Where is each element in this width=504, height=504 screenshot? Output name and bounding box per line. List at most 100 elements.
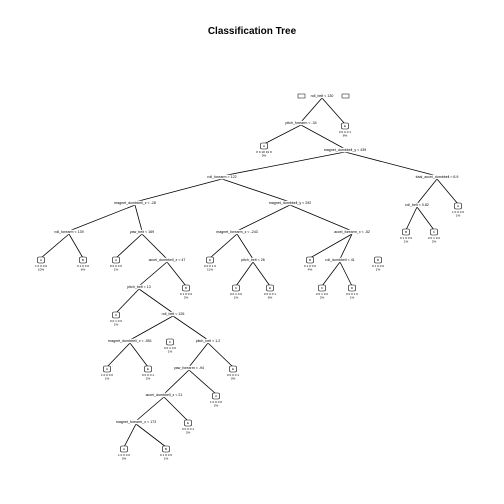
tree-edge: [115, 288, 140, 314]
leaf-distribution: 0 0 0 0 1: [264, 292, 276, 296]
leaf-distribution: 8 9 18 19 8: [256, 150, 272, 154]
leaf-distribution: 0 0 0 0 1: [182, 427, 194, 431]
leaf-percentage: 1%: [350, 296, 355, 300]
split-label: magnet_forearm_z < -243: [216, 230, 257, 234]
leaf-percentage: 6%: [81, 268, 86, 272]
leaf-node: B0 1 0 0 01%: [372, 256, 384, 272]
leaf-distribution: 1 0 0 0 0: [118, 453, 130, 457]
split-label-background: [151, 311, 195, 317]
split-label: pitch_belt < 26: [241, 258, 264, 262]
leaf-node: A1 0 0 0 02%: [210, 392, 222, 408]
leaf-box: [260, 142, 268, 150]
split-node-n16: pitch_belt < 13: [117, 284, 161, 290]
leaf-class: A: [263, 144, 266, 148]
leaf-distribution: 0 0 0 1 0: [204, 264, 216, 268]
tree-edge: [129, 342, 149, 368]
leaf-box: [266, 284, 274, 292]
yes-branch-marker: [297, 93, 306, 99]
tree-edge: [344, 151, 438, 177]
leaf-node: A 8 9 18 19 89%: [256, 142, 272, 158]
leaf-distribution: 0 0 0 0 1: [142, 373, 154, 377]
leaf-distribution: 1 0 0 0 0: [210, 400, 222, 404]
leaf-box: [120, 445, 128, 453]
leaf-distribution: 0 0 0 0 1: [339, 130, 351, 134]
split-label: accel_dumbbell_z < 21: [146, 393, 183, 397]
leaf-class: A: [123, 447, 126, 451]
leaf-class: E: [269, 286, 271, 290]
leaf-class: B: [82, 258, 84, 262]
tree-edge: [106, 342, 131, 368]
tree-edge: [209, 233, 238, 259]
leaf-node: B0 1 0 0 01%: [400, 228, 412, 244]
tree-edge: [289, 204, 353, 232]
leaf-node: E0 0 0 0 12%: [142, 365, 154, 381]
split-label: roll_belt < 126: [162, 312, 185, 316]
split-label-background: [117, 284, 161, 290]
leaf-percentage: 1%: [376, 268, 381, 272]
tree-edge: [138, 288, 174, 314]
leaf-percentage: 3%: [231, 377, 236, 381]
leaf-percentage: 2%: [186, 431, 191, 435]
leaf-node: C0 0 1 0 02%: [316, 284, 328, 300]
split-label: roll_belt < 0.82: [405, 203, 429, 207]
leaf-percentage: 3%: [122, 457, 127, 461]
leaf-distribution: 1 0 0 0 0: [452, 210, 464, 214]
leaf-box: [103, 365, 111, 373]
leaf-distribution: 0 0 0 0 1: [227, 373, 239, 377]
split-node-n10: roll_forearm < 139: [47, 229, 91, 235]
leaf-box: [348, 284, 356, 292]
no-branch-marker: [341, 93, 350, 99]
tree-edge: [163, 396, 189, 422]
leaf-distribution: 0 0 1 0 0: [110, 319, 122, 323]
tree-edge: [166, 261, 187, 287]
leaf-node: B0 1 0 0 01%: [160, 445, 172, 461]
split-node-n5: magnet_dumbbell_y < 439: [323, 147, 367, 153]
leaf-distribution: 0 1 0 0 0: [160, 453, 172, 457]
leaf-distribution: 0 1 0 0 0: [372, 264, 384, 268]
leaf-box: [166, 338, 174, 346]
leaf-distribution: 1 0 0 0 0: [101, 373, 113, 377]
leaf-node: B0 1 0 0 02%: [180, 284, 192, 300]
tree-edge: [163, 369, 190, 395]
leaf-distribution: 0 0 1 0 0: [230, 292, 242, 296]
leaf-node: D0 0 0 1 011%: [204, 256, 216, 272]
split-node-n2: pitch_forearm < -34: [279, 120, 323, 126]
tree-edge: [68, 204, 136, 232]
tree-edge: [40, 233, 70, 259]
leaf-class: E: [344, 124, 346, 128]
split-label-background: [167, 365, 211, 371]
tree-edge: [207, 342, 234, 368]
leaf-percentage: 9%: [262, 154, 267, 158]
leaf-box: [374, 256, 382, 264]
tree-edge: [221, 178, 291, 203]
leaf-distribution: 0 1 0 0 0: [400, 236, 412, 240]
leaf-percentage: 2%: [320, 296, 325, 300]
split-label: magnet_dumbbell_y < 292: [269, 201, 311, 205]
leaf-class: A: [215, 394, 218, 398]
leaf-node: C0 0 1 0 01%: [164, 338, 176, 354]
leaf-node: B0 1 0 0 04%: [304, 256, 316, 272]
tree-edge: [416, 178, 438, 205]
leaf-class: E: [187, 421, 189, 425]
leaf-percentage: 10%: [38, 268, 44, 272]
split-label-background: [318, 257, 362, 263]
split-label-background: [142, 392, 186, 398]
leaf-distribution: 0 0 1 0 0: [428, 236, 440, 240]
tree-edge: [321, 97, 346, 125]
tree-edge: [129, 315, 174, 341]
split-node-n17: pitch_belt < 26: [231, 257, 275, 263]
tree-edge: [300, 97, 323, 123]
split-label: total_accel_dumbbell < 6.9: [416, 175, 459, 179]
tree-edge: [252, 261, 271, 287]
split-label: roll_dumbbell < 41: [325, 258, 354, 262]
leaf-class: A: [457, 204, 460, 208]
leaf-percentage: 1%: [168, 350, 173, 354]
tree-edge: [339, 261, 353, 287]
split-label: yaw_forearm < -94: [174, 366, 204, 370]
leaf-box: [144, 365, 152, 373]
leaf-distribution: 8 0 0 0 0: [110, 264, 122, 268]
split-node-n20: magnet_dumbbell_x < -551: [108, 338, 152, 344]
split-node-n18: roll_dumbbell < 41: [318, 257, 362, 263]
